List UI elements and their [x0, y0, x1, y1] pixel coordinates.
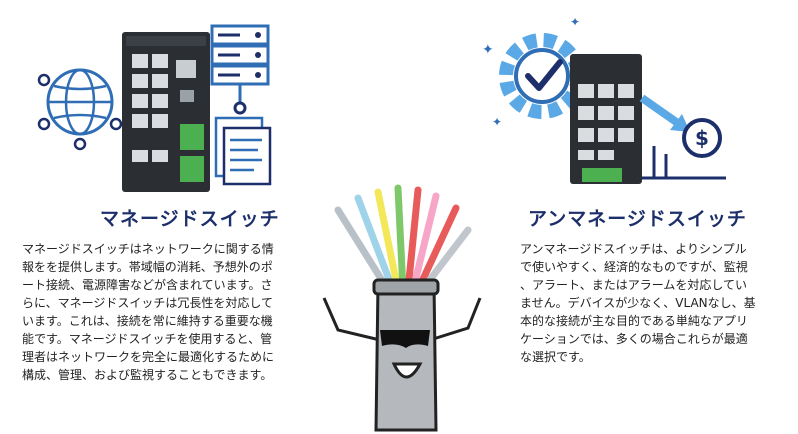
managed-switch-illustration [30, 20, 280, 200]
text-line: ません。デバイスが少なく、VLANなし、基 [520, 296, 756, 310]
server-stack-icon [210, 24, 270, 115]
cable-mascot-illustration [318, 180, 488, 434]
text-line: らに、マネージドスイッチは冗長性を対応して [22, 296, 274, 310]
unmanaged-switch-description: アンマネージドスイッチは、よりシンプル で使いやすく、経済的なものですが、監視 … [520, 240, 790, 366]
text-line: 報をを提供します。帯域幅の消耗、予想外のポ [22, 260, 273, 274]
svg-text:✦: ✦ [492, 115, 502, 129]
svg-text:$: $ [695, 126, 709, 150]
text-line: 、アラート、またはアラームを対応してい [520, 278, 748, 292]
text-line: 理者はネットワークを完全に最適化するために [22, 350, 275, 364]
colored-wires [334, 184, 472, 294]
gear-check-icon: ✦ ✦ ✦ [482, 15, 585, 129]
unmanaged-switch-title: アンマネージドスイッチ [528, 208, 747, 230]
text-line: な選択です。 [520, 350, 591, 364]
text-line: 構成、管理、および監視することもできます。 [22, 368, 273, 382]
managed-switch-device [122, 32, 210, 192]
document-list-icon [214, 116, 272, 186]
text-line: ケーションでは、多くの場合これらが最適 [520, 332, 748, 346]
managed-switch-title: マネージドスイッチ [100, 208, 280, 230]
svg-text:✦: ✦ [570, 15, 580, 29]
text-line: マネージドスイッチはネットワークに関する情 [22, 242, 274, 256]
arrow-icon [639, 94, 690, 132]
dollar-coin-icon: $ [642, 118, 726, 180]
text-line: ート接続、電源障害などが含まれています。さ [22, 278, 273, 292]
text-line: で使いやすく、経済的なものですが、監視 [520, 260, 748, 274]
managed-switch-description: マネージドスイッチはネットワークに関する情 報をを提供します。帯域幅の消耗、予想… [22, 240, 322, 384]
unmanaged-switch-device [570, 54, 642, 184]
unmanaged-switch-illustration: ✦ ✦ ✦ $ [470, 14, 750, 194]
text-line: 能です。マネージドスイッチを使用すると、管 [22, 332, 273, 346]
text-line: います。これは、接続を常に維持する重要な機 [22, 314, 273, 328]
text-line: 本的な接続が主な目的である単純なアプリ [520, 314, 748, 328]
mascot-body [372, 278, 440, 432]
svg-text:✦: ✦ [482, 42, 494, 58]
text-line: アンマネージドスイッチは、よりシンプル [520, 242, 747, 256]
globe-network-icon [37, 68, 123, 151]
